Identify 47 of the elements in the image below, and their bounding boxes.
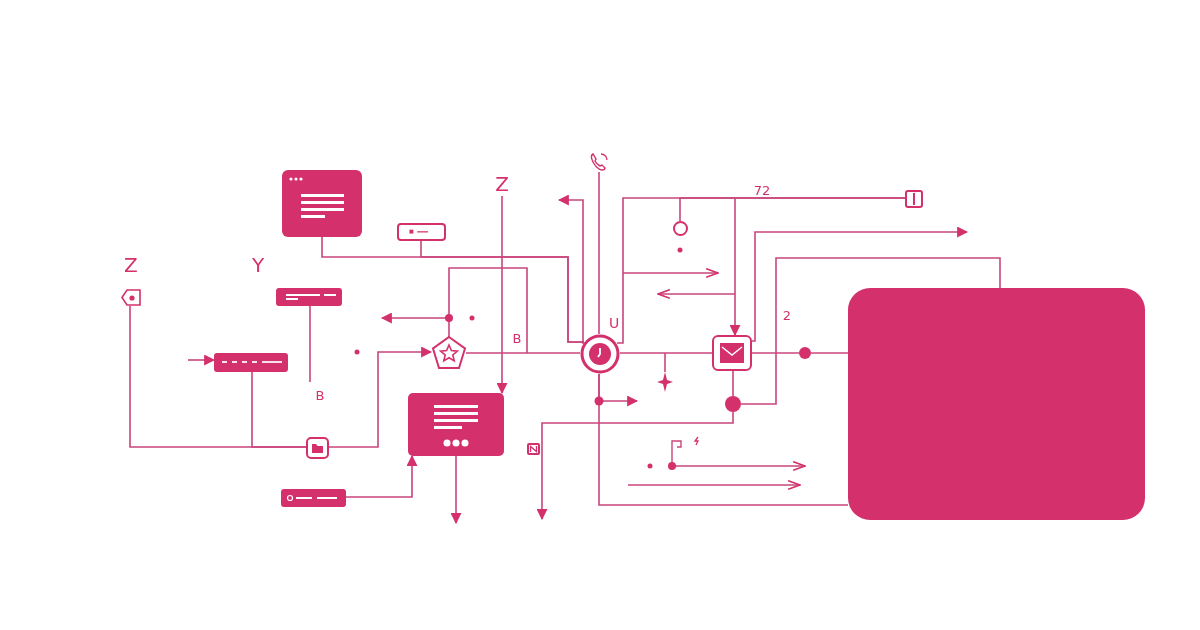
arrow — [380, 312, 450, 338]
clock-circle — [580, 334, 620, 374]
arrow — [496, 195, 508, 395]
arrow — [450, 455, 462, 525]
small-circle — [673, 221, 688, 236]
message-card — [408, 393, 504, 456]
arrow — [328, 346, 433, 448]
phone-icon — [589, 152, 609, 172]
text-bar — [276, 288, 342, 306]
junction-dot — [725, 396, 741, 412]
pill-shape — [397, 223, 446, 241]
letter-label: 72 — [753, 183, 771, 197]
arrow — [751, 226, 969, 342]
connector-line — [420, 240, 585, 343]
large-panel — [848, 288, 1145, 520]
connector-line — [619, 352, 713, 354]
arrow — [729, 197, 741, 337]
window-card — [282, 170, 362, 237]
connector-line — [810, 352, 849, 354]
connector-line — [679, 197, 906, 222]
letter-label: Z — [492, 172, 512, 196]
arrow — [536, 411, 734, 521]
letter-label: 2 — [782, 308, 792, 322]
connector-line — [751, 352, 800, 354]
connector-line — [732, 370, 734, 397]
letter-label: Y — [251, 255, 265, 275]
tag-icon — [121, 289, 141, 306]
terminal-box — [905, 190, 923, 208]
connector-line — [309, 305, 311, 383]
text-bar — [214, 353, 288, 372]
letter-label: Z — [124, 255, 138, 275]
letter-label: B — [512, 331, 522, 345]
connector-line — [251, 371, 307, 448]
pentagon-star-icon — [431, 335, 467, 371]
arrow — [598, 373, 639, 407]
junction-dot — [799, 347, 811, 359]
connector-line — [740, 257, 1001, 405]
arrow — [557, 194, 584, 345]
text-bar — [281, 489, 346, 507]
letter-label: U — [608, 316, 620, 330]
folder-icon — [306, 437, 329, 459]
envelope-box — [712, 335, 752, 371]
arrow — [345, 454, 418, 498]
arrow — [187, 354, 216, 366]
letter-label: B — [315, 388, 325, 402]
small-square-icon — [527, 443, 540, 455]
connector-line — [465, 352, 581, 354]
